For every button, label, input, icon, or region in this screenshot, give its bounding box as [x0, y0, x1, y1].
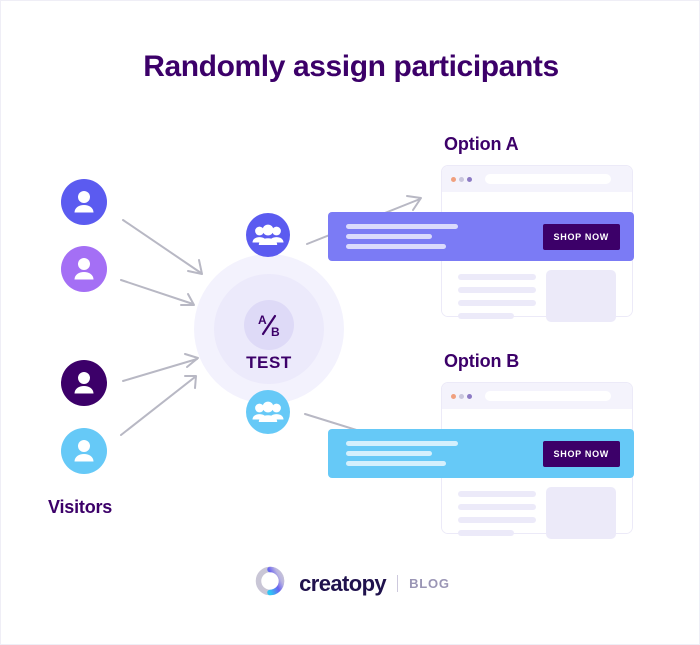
content-text-placeholder: [458, 274, 536, 319]
svg-text:B: B: [271, 325, 280, 339]
browser-chrome: [442, 383, 632, 409]
browser-dot-purple-icon: [467, 393, 472, 399]
ab-test-icon: A B: [244, 300, 294, 350]
option-b-hero-banner: SHOP NOW: [328, 429, 634, 478]
arrow-visitor2-to-test: [120, 279, 195, 306]
content-image-placeholder: [546, 487, 616, 539]
hero-text-placeholder: [346, 224, 458, 249]
content-text-placeholder: [458, 491, 536, 536]
browser-chrome: [442, 166, 632, 192]
option-a-hero-banner: SHOP NOW: [328, 212, 634, 261]
visitor-avatar-4: [61, 428, 107, 474]
browser-dot-purple-icon: [467, 176, 472, 182]
group-icon-a: [246, 213, 290, 257]
visitor-avatar-1: [61, 179, 107, 225]
brand-name: creatopy: [299, 570, 387, 596]
browser-dot-gray-icon: [459, 176, 464, 182]
browser-url-bar[interactable]: [485, 391, 611, 401]
browser-dot-red-icon: [451, 393, 456, 399]
page-title: Randomly assign participants: [143, 50, 559, 83]
option-a-title: Option A: [444, 134, 519, 154]
svg-text:A: A: [258, 313, 267, 327]
arrow-visitor4-to-test: [120, 375, 197, 436]
mockup-body: SHOP NOW: [328, 409, 634, 539]
test-label: TEST: [246, 353, 292, 372]
option-b-shop-now-button[interactable]: SHOP NOW: [542, 440, 620, 467]
creatopy-logo-icon: [252, 563, 288, 604]
option-b-title: Option B: [444, 351, 520, 371]
browser-url-bar[interactable]: [485, 174, 611, 184]
option-a-shop-now-button[interactable]: SHOP NOW: [542, 223, 620, 250]
browser-dot-red-icon: [451, 176, 456, 182]
mockup-body: SHOP NOW: [328, 192, 634, 322]
arrow-visitor3-to-test: [122, 353, 199, 382]
visitor-avatar-3: [61, 360, 107, 406]
footer-branding: creatopy BLOG: [1, 563, 699, 604]
option-a-mockup: SHOP NOW: [328, 165, 634, 322]
option-b-mockup: SHOP NOW: [328, 382, 634, 539]
arrow-visitor1-to-test: [122, 219, 203, 275]
brand-divider: [397, 575, 399, 592]
content-image-placeholder: [546, 270, 616, 322]
brand-section-label: BLOG: [409, 576, 450, 591]
group-icon-b: [246, 390, 290, 434]
browser-dot-gray-icon: [459, 393, 464, 399]
visitors-label: Visitors: [48, 497, 113, 517]
visitor-avatar-2: [61, 246, 107, 292]
hero-text-placeholder: [346, 441, 458, 466]
